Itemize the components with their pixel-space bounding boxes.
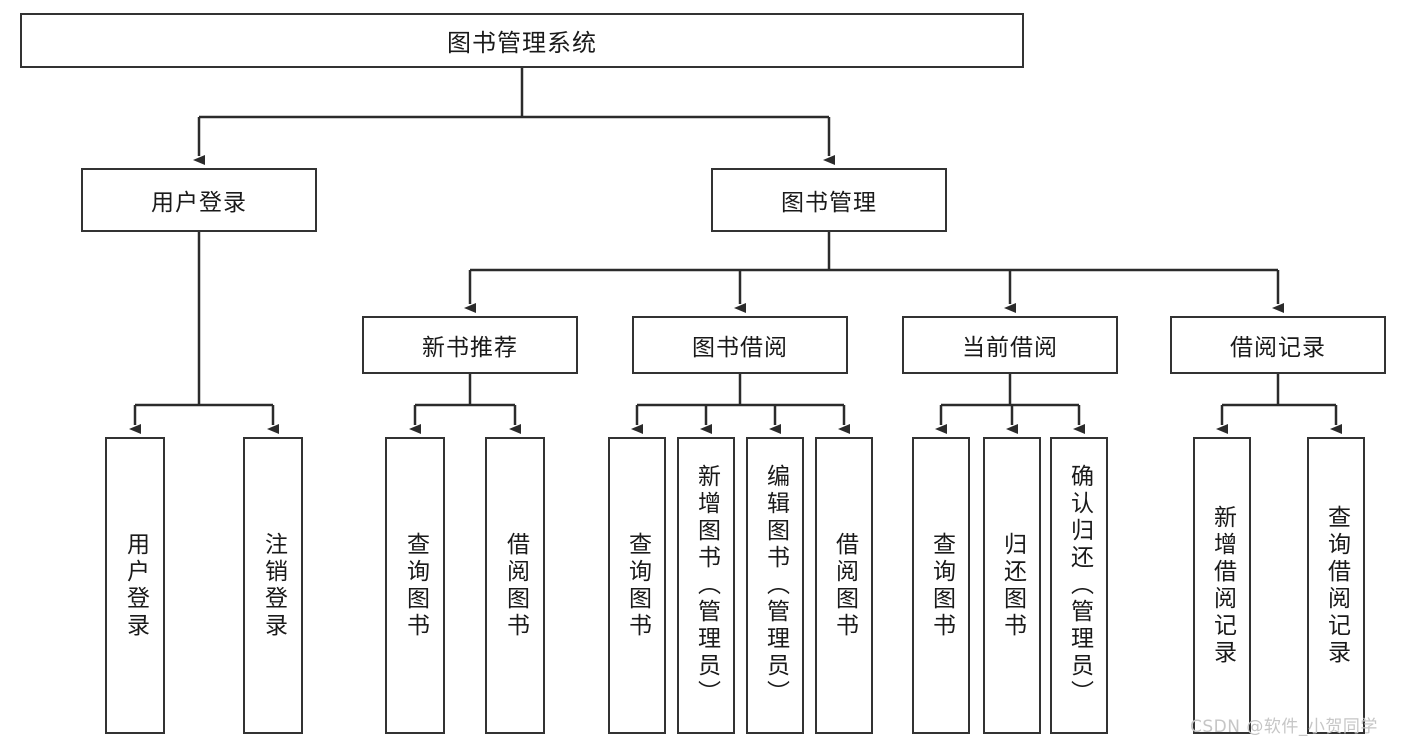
node-leaf-return-book[interactable]: 归还图书 (983, 437, 1041, 734)
node-leaf-logout[interactable]: 注销登录 (243, 437, 303, 734)
node-current-borrow-label: 当前借阅 (962, 335, 1058, 361)
node-leaf-add-book-admin[interactable]: 新增图书（管理员） (677, 437, 735, 734)
node-leaf-query-book-label: 查询图书 (624, 531, 651, 640)
node-borrow-record[interactable]: 借阅记录 (1170, 316, 1386, 374)
node-leaf-confirm-return-admin-label: 确认归还（管理员） (1066, 464, 1093, 707)
node-new-book-rec-label: 新书推荐 (422, 335, 518, 361)
node-leaf-borrow-book[interactable]: 借阅图书 (815, 437, 873, 734)
node-leaf-query-borrow-record-label: 查询借阅记录 (1323, 504, 1350, 667)
node-leaf-logout-label: 注销登录 (260, 531, 287, 640)
node-leaf-borrow-book-rec-label: 借阅图书 (502, 531, 529, 640)
node-leaf-edit-book-admin[interactable]: 编辑图书（管理员） (746, 437, 804, 734)
node-root-label: 图书管理系统 (447, 29, 597, 57)
node-new-book-rec[interactable]: 新书推荐 (362, 316, 578, 374)
node-borrow-record-label: 借阅记录 (1230, 335, 1326, 361)
node-leaf-query-book[interactable]: 查询图书 (608, 437, 666, 734)
node-book-borrow[interactable]: 图书借阅 (632, 316, 848, 374)
node-book-manage-label: 图书管理 (781, 190, 877, 216)
node-leaf-query-borrow-record[interactable]: 查询借阅记录 (1307, 437, 1365, 734)
node-leaf-borrow-book-rec[interactable]: 借阅图书 (485, 437, 545, 734)
node-leaf-query-book-cur[interactable]: 查询图书 (912, 437, 970, 734)
node-leaf-edit-book-admin-label: 编辑图书（管理员） (762, 464, 789, 707)
node-leaf-query-book-rec[interactable]: 查询图书 (385, 437, 445, 734)
node-user-login-label: 用户登录 (151, 190, 247, 216)
node-current-borrow[interactable]: 当前借阅 (902, 316, 1118, 374)
tree-edges (129, 68, 1342, 434)
node-user-login[interactable]: 用户登录 (81, 168, 317, 232)
node-leaf-return-book-label: 归还图书 (999, 531, 1026, 640)
node-leaf-user-login[interactable]: 用户登录 (105, 437, 165, 734)
node-leaf-confirm-return-admin[interactable]: 确认归还（管理员） (1050, 437, 1108, 734)
node-leaf-add-book-admin-label: 新增图书（管理员） (693, 464, 720, 707)
node-book-manage[interactable]: 图书管理 (711, 168, 947, 232)
node-leaf-borrow-book-label: 借阅图书 (831, 531, 858, 640)
node-root[interactable]: 图书管理系统 (20, 13, 1024, 68)
node-book-borrow-label: 图书借阅 (692, 335, 788, 361)
node-leaf-add-borrow-record[interactable]: 新增借阅记录 (1193, 437, 1251, 734)
node-leaf-query-book-cur-label: 查询图书 (928, 531, 955, 640)
node-leaf-query-book-rec-label: 查询图书 (402, 531, 429, 640)
csdn-watermark: CSDN @软件_小贺同学 (1190, 717, 1378, 737)
node-leaf-user-login-label: 用户登录 (122, 531, 149, 640)
node-leaf-add-borrow-record-label: 新增借阅记录 (1209, 504, 1236, 667)
